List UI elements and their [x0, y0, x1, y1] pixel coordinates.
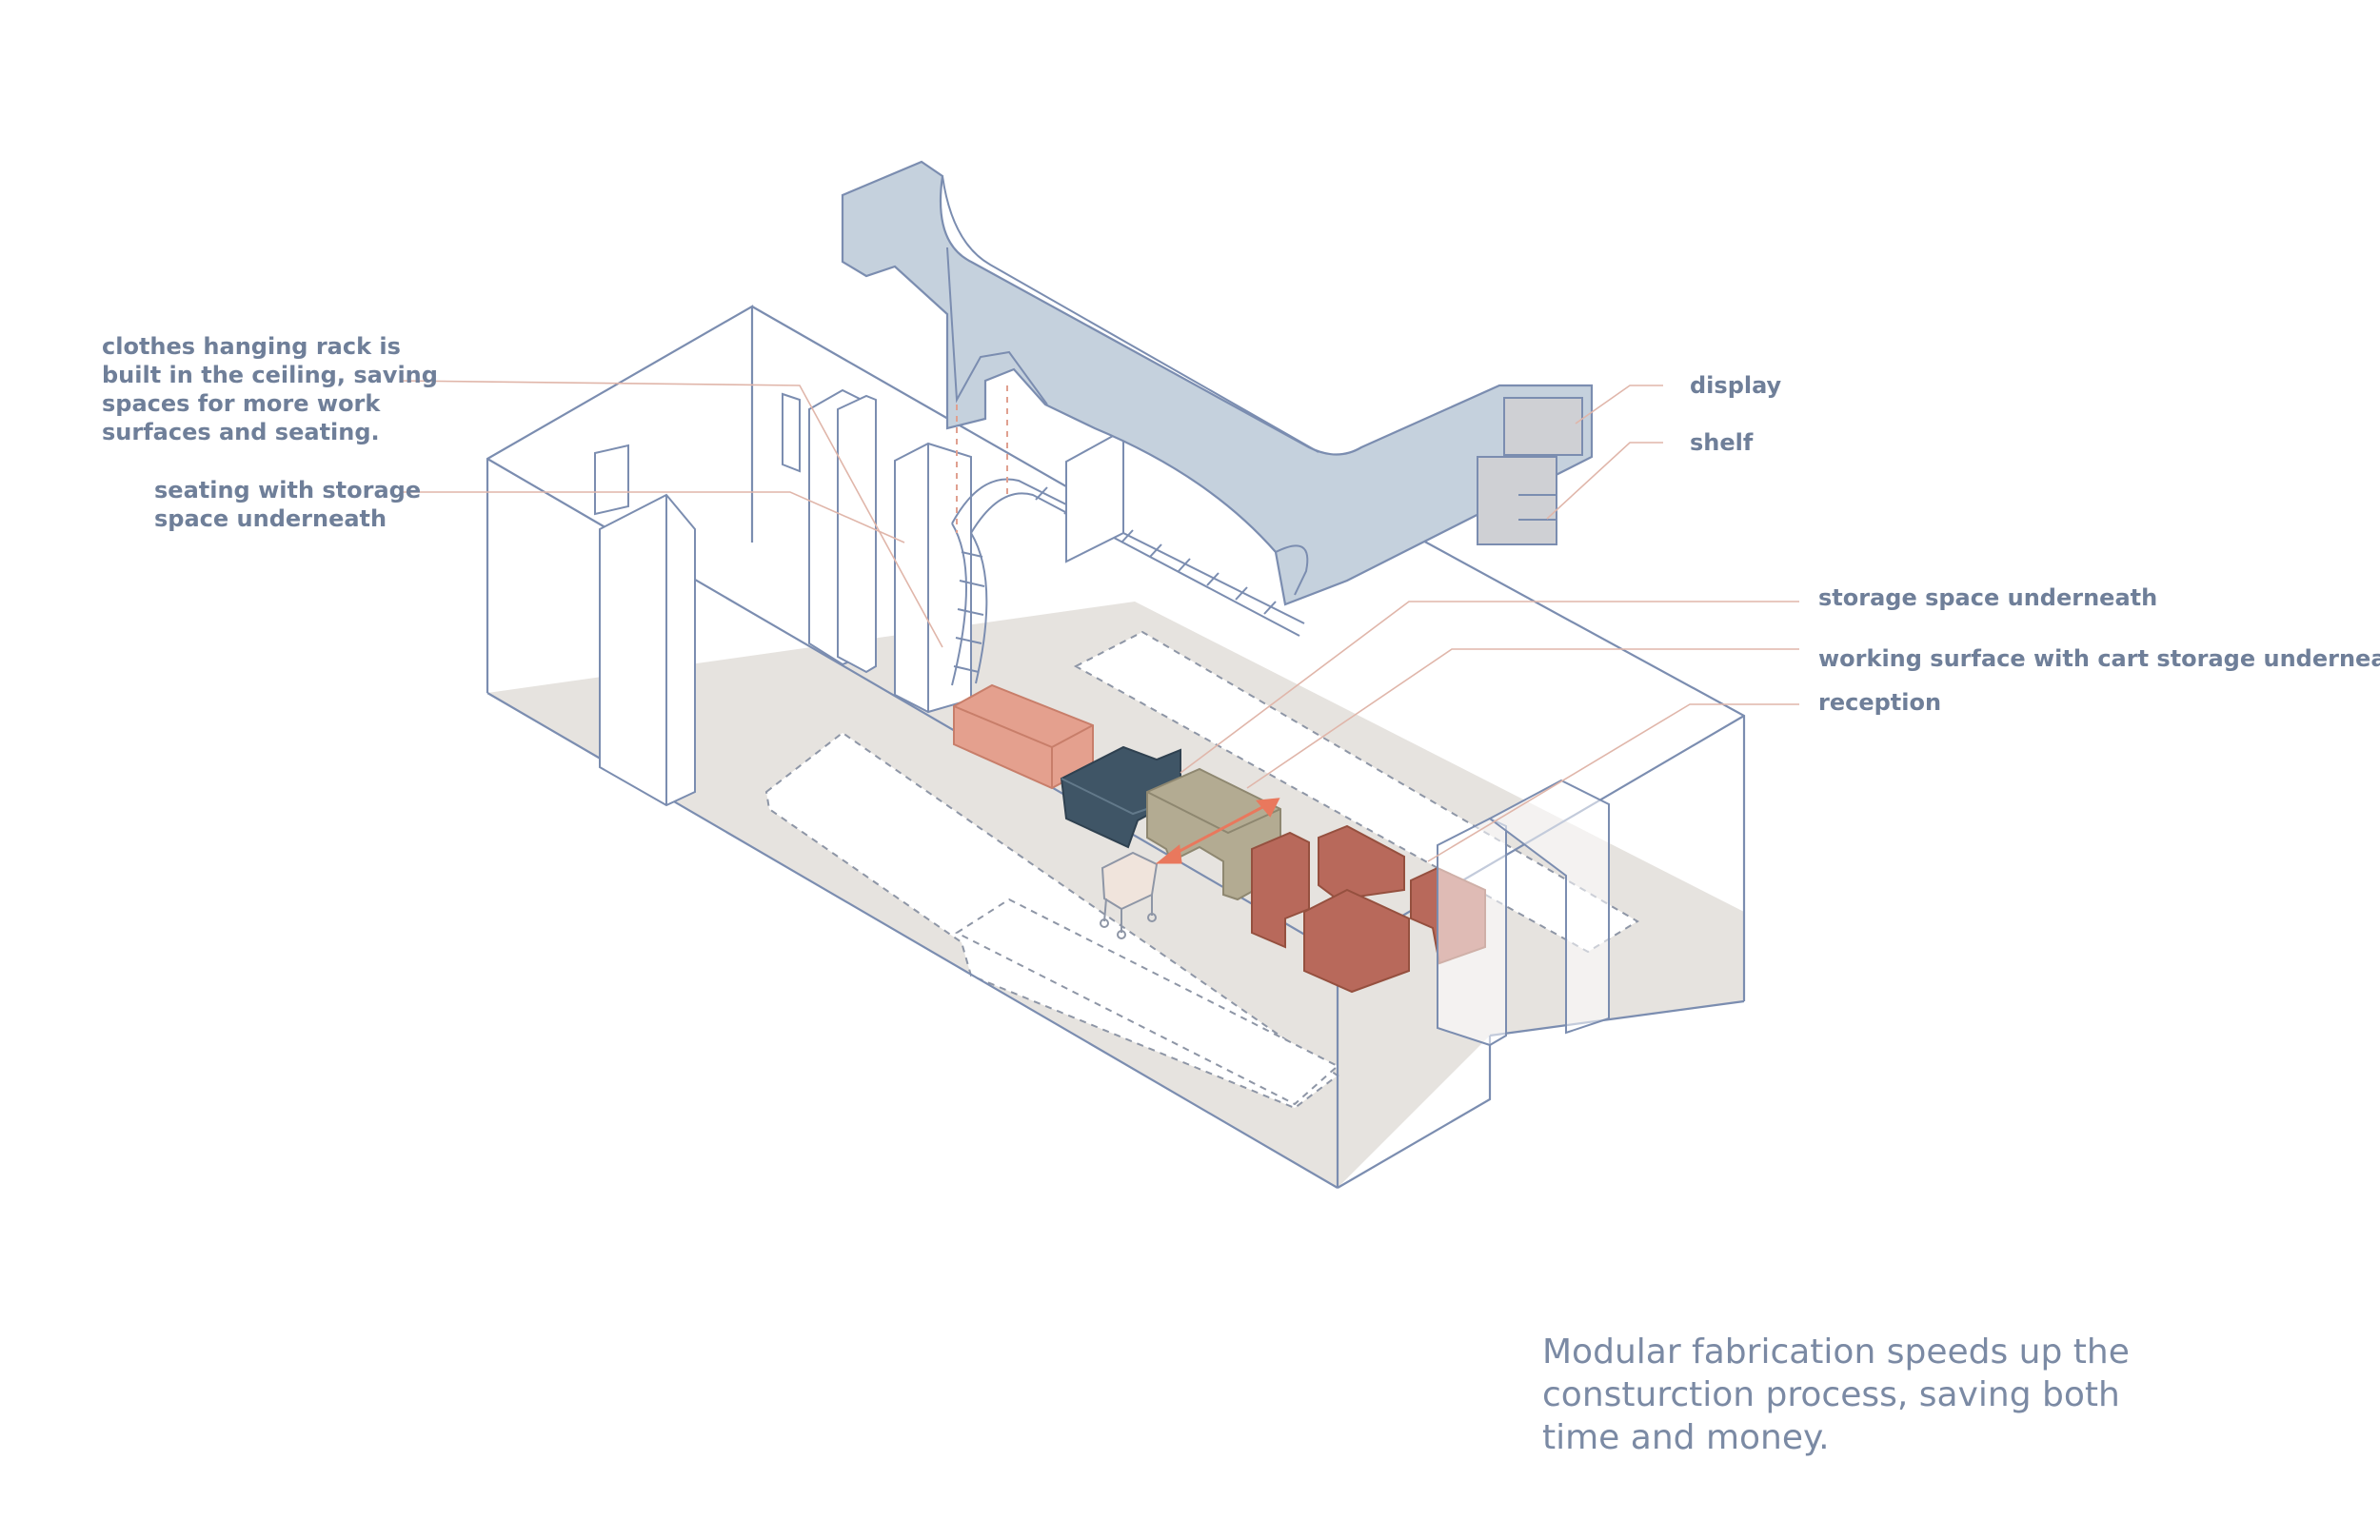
- drop-lines: [956, 385, 1008, 533]
- label-reception: reception: [1818, 689, 1942, 716]
- caption-line-3: time and money.: [1542, 1418, 1830, 1457]
- label-hanging-rack-line-3: spaces for more work: [102, 390, 381, 417]
- back-window: [1065, 428, 1124, 563]
- label-storage: storage space underneath: [1818, 584, 2158, 611]
- label-shelf: shelf: [1690, 429, 1754, 456]
- floor-zone-front: [954, 898, 1339, 1106]
- label-display: display: [1690, 372, 1782, 399]
- leader-lines: [399, 380, 1799, 862]
- left-columns: [594, 388, 972, 807]
- label-hanging-rack-line-4: surfaces and seating.: [102, 419, 380, 445]
- label-hanging-rack: clothes hanging rack is built in the cei…: [102, 332, 438, 446]
- cart: [1100, 851, 1159, 939]
- label-hanging-rack-line-1: clothes hanging rack is: [102, 333, 401, 360]
- front-right-walls: [1437, 779, 1610, 1047]
- label-seating: seating with storage space underneath: [154, 476, 421, 533]
- caption-line-2: consturction process, saving both: [1542, 1375, 2120, 1414]
- ceiling-rack: [841, 160, 1594, 606]
- label-seating-line-2: space underneath: [154, 505, 387, 532]
- label-seating-line-1: seating with storage: [154, 477, 422, 503]
- label-hanging-rack-line-2: built in the ceiling, saving: [102, 362, 438, 388]
- display-unit: [1503, 397, 1583, 456]
- movement-arrow: [1155, 798, 1280, 864]
- caption: Modular fabrication speeds up the constu…: [1542, 1331, 2130, 1459]
- label-working-surface: working surface with cart storage undern…: [1818, 645, 2380, 672]
- caption-line-1: Modular fabrication speeds up the: [1542, 1333, 2130, 1372]
- shelf-unit: [1477, 456, 1557, 545]
- hanging-rack-ladder: [951, 478, 1305, 686]
